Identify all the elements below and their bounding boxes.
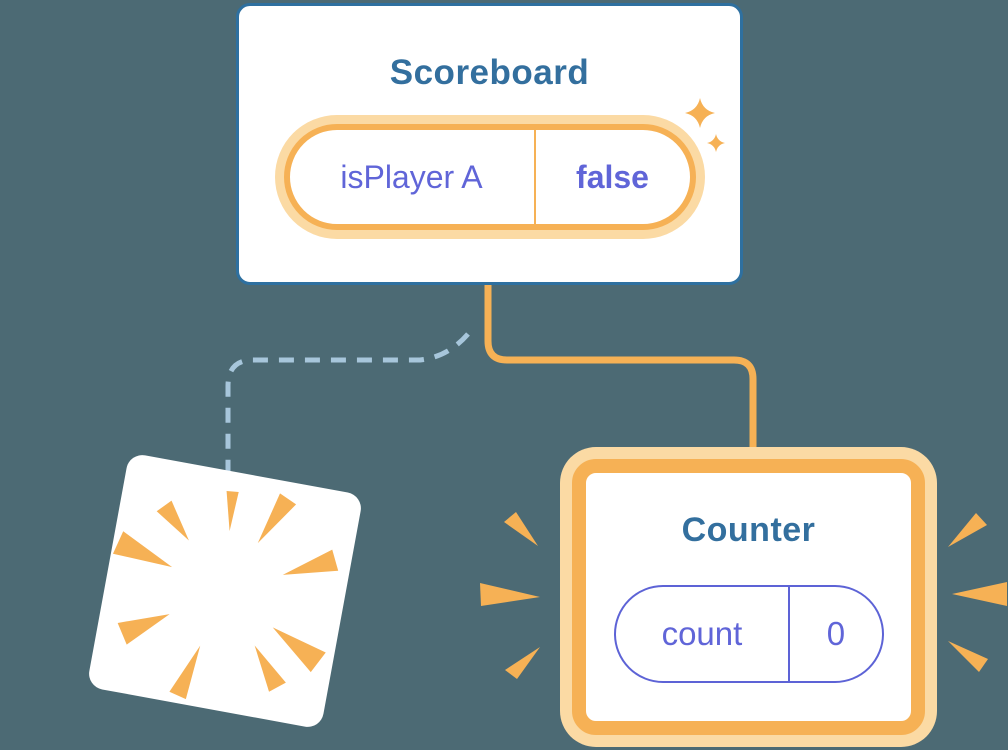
kept-branch-connector bbox=[484, 285, 757, 452]
counter-state-pill: count 0 bbox=[613, 585, 884, 683]
pill-divider bbox=[788, 587, 791, 681]
sparkles-icon bbox=[685, 98, 725, 152]
state-key-label: isPlayer A bbox=[340, 158, 483, 195]
emphasis-rays-left-icon bbox=[480, 512, 540, 679]
state-value-label: 0 bbox=[826, 615, 846, 652]
counter-title: Counter bbox=[681, 511, 816, 549]
scoreboard-state-pill: isPlayer A false bbox=[283, 124, 696, 230]
counter-component-card: Counter count 0 bbox=[572, 459, 925, 735]
poof-burst-icon bbox=[112, 491, 339, 700]
emphasis-rays-right-icon bbox=[948, 513, 1007, 672]
scoreboard-title: Scoreboard bbox=[389, 53, 590, 92]
removed-branch-connector bbox=[225, 332, 470, 478]
pill-divider bbox=[533, 130, 536, 224]
scoreboard-component-card: Scoreboard isPlayer A false bbox=[236, 3, 743, 285]
destroyed-component-card bbox=[86, 452, 364, 730]
state-key-label: count bbox=[661, 615, 743, 652]
state-value-label: false bbox=[576, 158, 649, 195]
